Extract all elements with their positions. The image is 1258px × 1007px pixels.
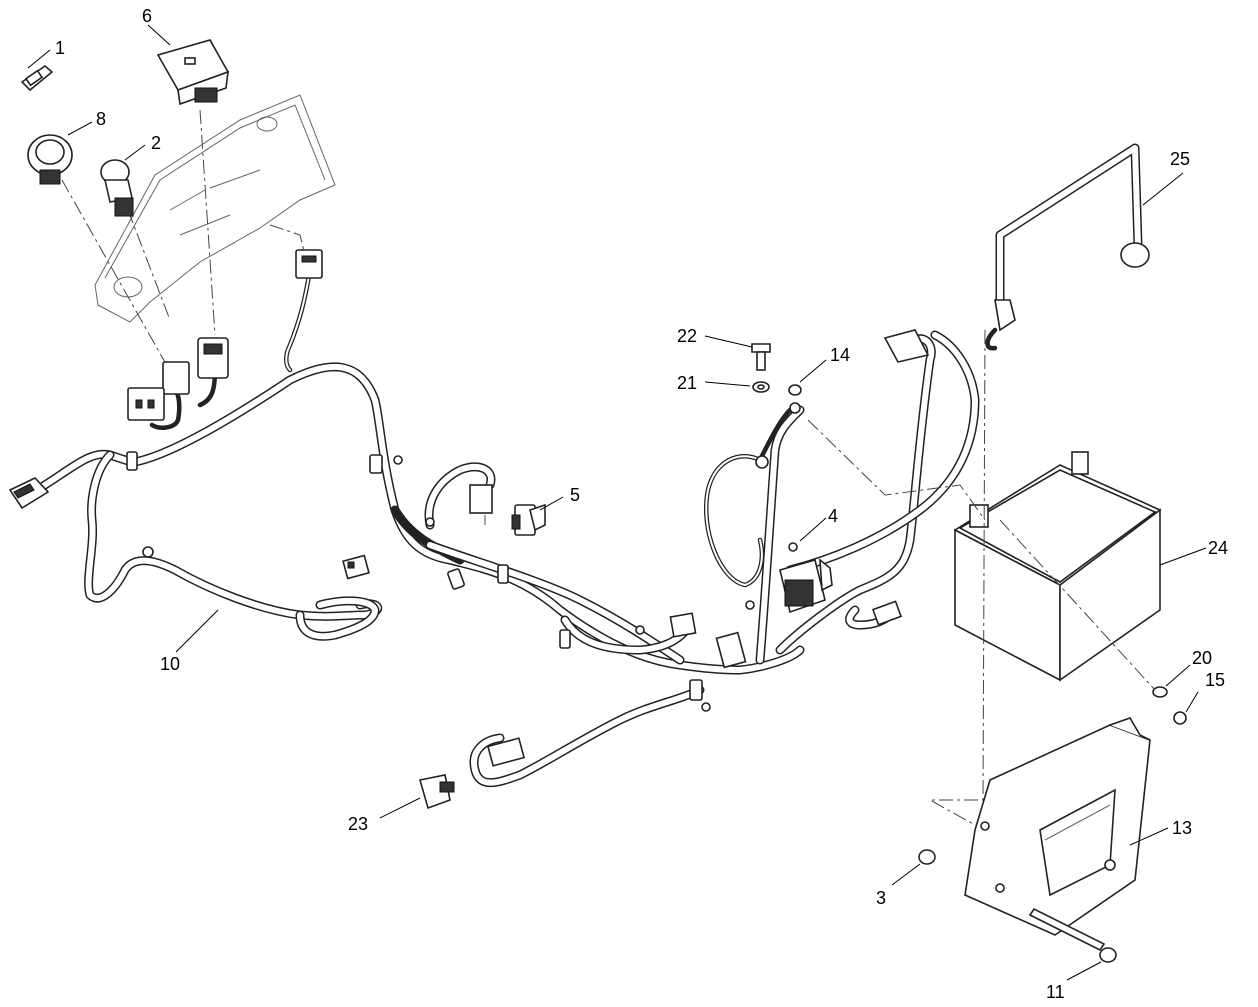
callout-24: 24 <box>1208 538 1228 558</box>
washer-part-20 <box>1152 686 1168 698</box>
callout-labels: 1 6 8 2 5 4 10 22 21 14 25 24 20 15 13 3… <box>55 6 1228 1002</box>
harness-connectors <box>8 249 903 767</box>
callout-25: 25 <box>1170 149 1190 169</box>
main-wire-harness <box>35 267 980 788</box>
harness-cable-ties <box>126 451 755 712</box>
callout-leaders <box>27 24 1207 981</box>
callout-6: 6 <box>142 6 152 26</box>
light-switch-part-2 <box>100 159 134 217</box>
battery-bracket-part-13 <box>964 717 1151 936</box>
ignition-switch-part-8 <box>27 134 73 185</box>
callout-10: 10 <box>160 654 180 674</box>
callout-21: 21 <box>677 373 697 393</box>
relay-part-5 <box>511 503 546 536</box>
key-part-1 <box>20 64 54 92</box>
nut-part-14 <box>788 384 802 396</box>
callout-3: 3 <box>876 888 886 908</box>
callout-2: 2 <box>151 133 161 153</box>
battery-cable-terminals <box>755 329 930 469</box>
callout-1: 1 <box>55 38 65 58</box>
nut-part-3 <box>918 849 936 865</box>
hour-meter-part-6 <box>156 39 230 106</box>
battery-part-24 <box>953 451 1162 682</box>
callout-15: 15 <box>1205 670 1225 690</box>
bolt-part-11 <box>1028 907 1117 963</box>
bolt-part-22 <box>751 343 771 371</box>
switch-part-23 <box>418 774 455 810</box>
fuse-block-part-4 <box>779 542 833 614</box>
callout-14: 14 <box>830 345 850 365</box>
callout-5: 5 <box>570 485 580 505</box>
washer-part-21 <box>752 381 770 393</box>
callout-20: 20 <box>1192 648 1212 668</box>
hold-down-rod-part-25 <box>985 143 1150 351</box>
panel-assembly-lines <box>61 109 306 381</box>
callout-8: 8 <box>96 109 106 129</box>
callout-22: 22 <box>677 326 697 346</box>
bolt-part-15 <box>1173 711 1187 725</box>
callout-4: 4 <box>828 506 838 526</box>
callout-11: 11 <box>1046 982 1065 1002</box>
callout-13: 13 <box>1172 818 1192 838</box>
assembly-guide-lines <box>484 329 1156 826</box>
callout-23: 23 <box>348 814 368 834</box>
